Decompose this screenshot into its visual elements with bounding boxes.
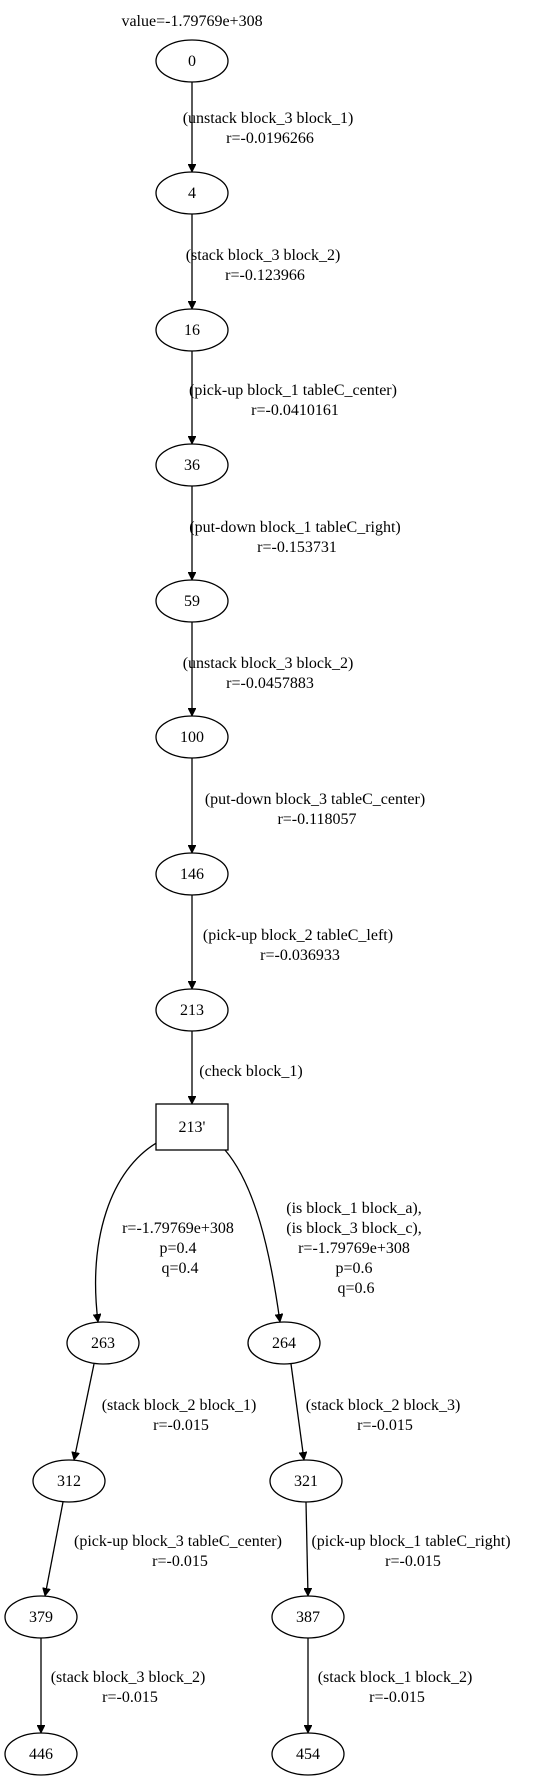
state-node-454: 454 (271, 1732, 345, 1776)
svg-text:146: 146 (180, 866, 204, 883)
state-node-100: 100 (155, 715, 229, 759)
edge-312-379 (45, 1501, 64, 1596)
state-node-312: 312 (32, 1459, 106, 1503)
graph-value-label: value=-1.79769e+308 (121, 13, 262, 30)
state-node-263: 263 (66, 1321, 140, 1365)
svg-text:321: 321 (294, 1473, 318, 1490)
state-node-321: 321 (269, 1459, 343, 1503)
edge-213p-264 (224, 1149, 280, 1322)
nodes: 0 4 16 36 59 100 146 213 (4, 39, 345, 1776)
state-node-264: 264 (247, 1321, 321, 1365)
svg-text:213: 213 (180, 1002, 204, 1019)
state-node-213: 213 (155, 988, 229, 1032)
edge-label: (stack block_2 block_3) r=-0.015 (306, 1397, 465, 1434)
edge-label: (check block_1) (199, 1063, 303, 1080)
edge-label: (unstack block_3 block_2) r=-0.0457883 (183, 655, 358, 692)
check-node-213p: 213' (155, 1103, 229, 1151)
edge-213p-263 (96, 1141, 159, 1322)
edge-label: (pick-up block_1 tableC_right) r=-0.015 (311, 1533, 514, 1570)
edge-264-321 (290, 1363, 304, 1460)
svg-text:16: 16 (184, 322, 200, 339)
edge-label: (put-down block_3 tableC_center) r=-0.11… (205, 791, 429, 828)
edge-labels: (unstack block_3 block_1) r=-0.0196266 (… (51, 110, 514, 1706)
edge-label: (stack block_2 block_1) r=-0.015 (102, 1397, 261, 1434)
svg-text:264: 264 (272, 1335, 296, 1352)
edge-label: (pick-up block_1 tableC_center) r=-0.041… (189, 382, 401, 419)
state-node-387: 387 (271, 1595, 345, 1639)
edge-label: (unstack block_3 block_1) r=-0.0196266 (183, 110, 358, 147)
edge-label: r=-1.79769e+308 p=0.4 q=0.4 (122, 1220, 238, 1277)
state-node-16: 16 (155, 308, 229, 352)
svg-text:213': 213' (179, 1119, 206, 1136)
edges (41, 82, 308, 1733)
svg-text:4: 4 (188, 185, 196, 202)
edge-label: (put-down block_1 tableC_right) r=-0.153… (189, 519, 405, 556)
svg-text:387: 387 (296, 1609, 320, 1626)
state-node-4: 4 (155, 171, 229, 215)
svg-text:0: 0 (188, 53, 196, 70)
state-node-146: 146 (155, 852, 229, 896)
svg-text:454: 454 (296, 1746, 320, 1763)
state-node-379: 379 (4, 1595, 78, 1639)
svg-text:312: 312 (57, 1473, 81, 1490)
state-node-0: 0 (155, 39, 229, 83)
edge-label: (pick-up block_2 tableC_left) r=-0.03693… (203, 927, 397, 964)
svg-text:263: 263 (91, 1335, 115, 1352)
svg-text:36: 36 (184, 457, 200, 474)
state-node-59: 59 (155, 579, 229, 623)
edge-label: (stack block_1 block_2) r=-0.015 (318, 1669, 477, 1706)
edge-263-312 (74, 1363, 95, 1460)
edge-label: (pick-up block_3 tableC_center) r=-0.015 (74, 1533, 286, 1570)
svg-text:59: 59 (184, 593, 200, 610)
edge-321-387 (306, 1501, 308, 1596)
svg-text:100: 100 (180, 729, 204, 746)
state-node-446: 446 (4, 1732, 78, 1776)
edge-label: (is block_1 block_a), (is block_3 block_… (286, 1200, 426, 1297)
svg-text:446: 446 (29, 1746, 53, 1763)
edge-label: (stack block_3 block_2) r=-0.123966 (186, 247, 345, 284)
edge-label: (stack block_3 block_2) r=-0.015 (51, 1669, 210, 1706)
svg-text:379: 379 (29, 1609, 53, 1626)
state-node-36: 36 (155, 443, 229, 487)
